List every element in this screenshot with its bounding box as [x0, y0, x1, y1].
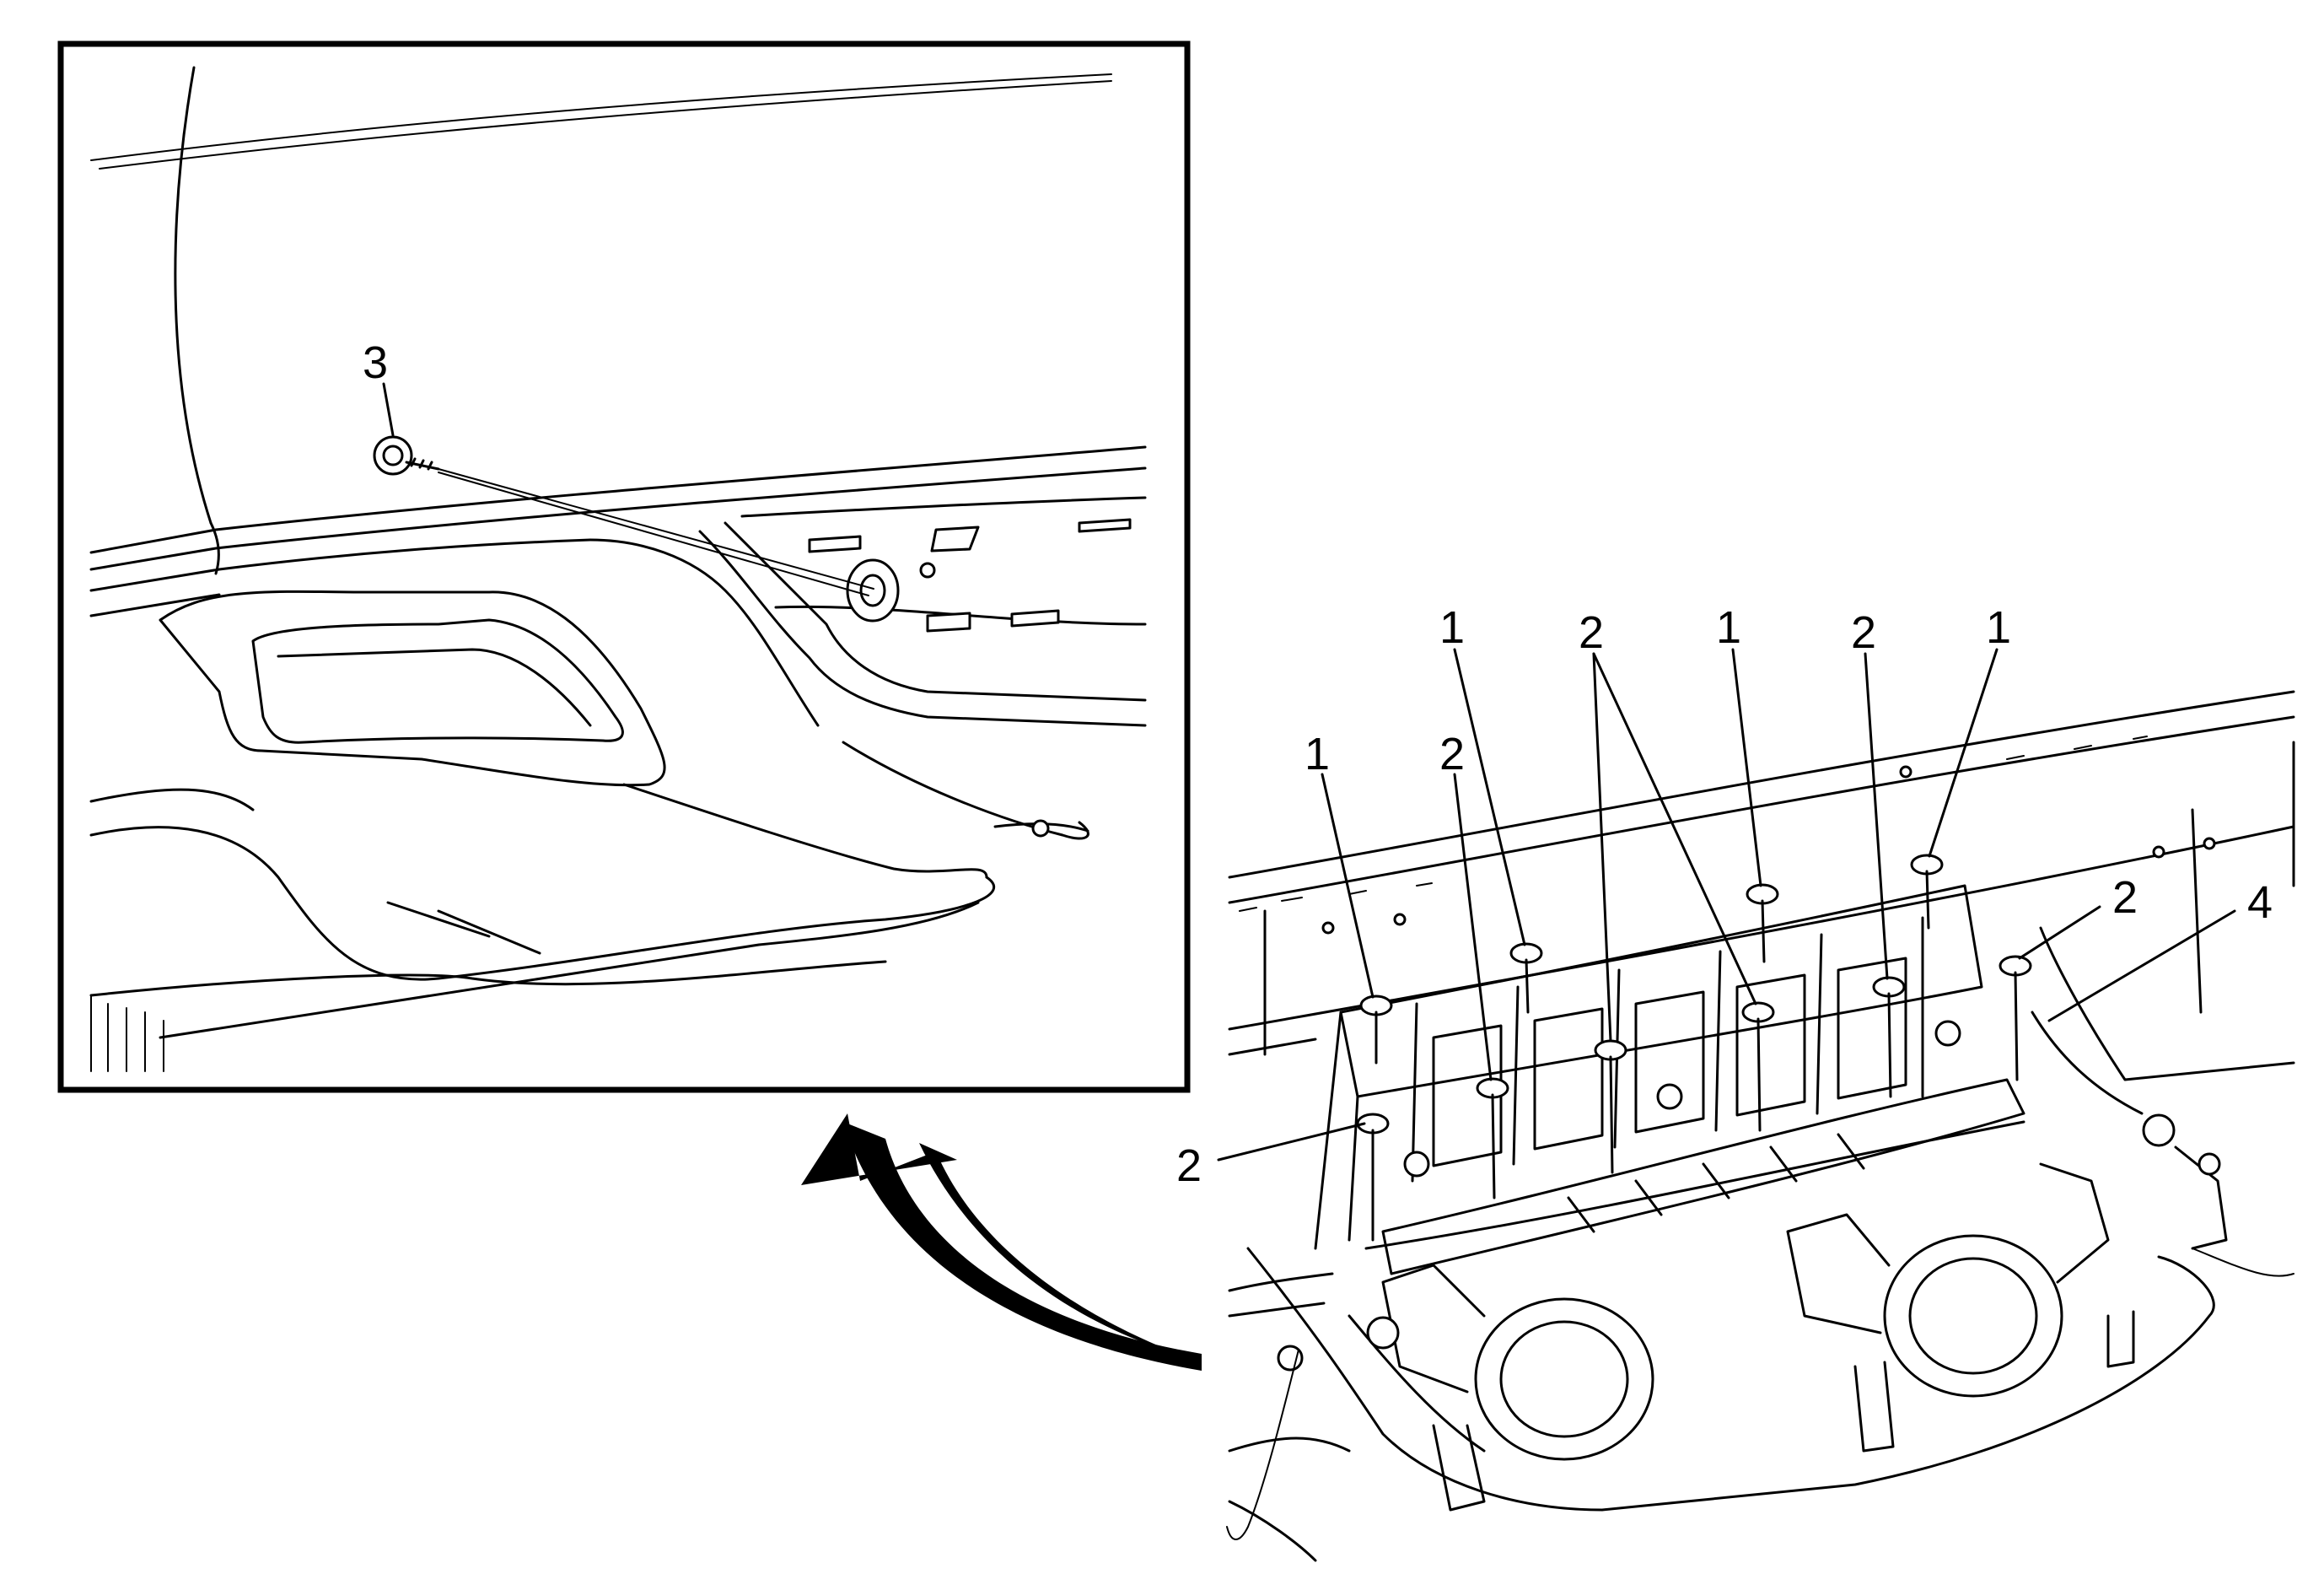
callout-top-7: 1: [1986, 602, 2011, 653]
view-arrow-tail: [843, 1122, 1202, 1371]
fastener-2a: [1356, 1113, 1390, 1242]
fastener-1d: [1910, 854, 1944, 930]
main-view: 1 2 1 2 1 2 1 2 4 2: [1176, 602, 2295, 1562]
fastener-2b: [1476, 1077, 1509, 1199]
fastener-2e: [1872, 976, 1906, 1098]
detail-inset: 3: [57, 40, 1191, 1093]
callout-top-5: 1: [1716, 602, 1741, 653]
fastener-2f: [1999, 955, 2032, 1081]
leader-3: [382, 382, 395, 437]
callout-left-2: 2: [1176, 1140, 1202, 1191]
fastener-2c: [1594, 1039, 1627, 1174]
callout-top-3: 1: [1439, 602, 1465, 653]
callout-top-6: 2: [1851, 607, 1876, 658]
callout-top-2: 2: [1439, 729, 1465, 779]
fastener-1c: [1746, 883, 1779, 963]
leader-lines: [1217, 648, 2236, 1162]
fastener-2d: [1741, 1001, 1775, 1132]
fastener-1b: [1509, 942, 1543, 1014]
view-arrow: [801, 1113, 1189, 1358]
callout-top-1: 1: [1305, 729, 1330, 779]
callout-3: 3: [363, 337, 388, 388]
fastener-3: [373, 435, 440, 476]
callout-top-4: 2: [1579, 607, 1604, 658]
callout-right-4: 4: [2247, 877, 2273, 928]
callout-right-2: 2: [2112, 872, 2138, 923]
fastener-1a: [1359, 995, 1393, 1065]
